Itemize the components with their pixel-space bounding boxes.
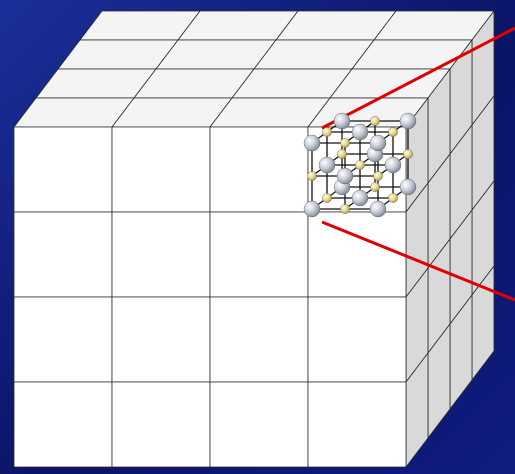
large-atom — [352, 124, 368, 140]
small-atom — [307, 171, 316, 180]
small-atom — [355, 160, 364, 169]
cube-front-face — [210, 297, 308, 382]
large-atom — [319, 157, 335, 173]
cube-front-face — [210, 212, 308, 297]
large-atom — [370, 135, 386, 151]
large-atom — [337, 168, 353, 184]
small-atom — [403, 149, 412, 158]
cube-front-face — [308, 382, 406, 467]
cube-front-face — [14, 127, 112, 212]
cube-front-face — [308, 212, 406, 297]
large-atom — [385, 157, 401, 173]
small-atom — [370, 182, 379, 191]
small-atom — [322, 193, 331, 202]
cube-front-face — [14, 297, 112, 382]
large-atom — [304, 201, 320, 217]
small-atom — [370, 116, 379, 125]
cube-front-face — [14, 382, 112, 467]
large-atom — [400, 113, 416, 129]
cube-block — [14, 11, 494, 467]
cube-front-face — [112, 212, 210, 297]
small-atom — [388, 127, 397, 136]
cube-front-face — [308, 297, 406, 382]
large-atom — [370, 201, 386, 217]
cube-front-face — [210, 382, 308, 467]
large-atom — [400, 179, 416, 195]
cube-front-face — [112, 127, 210, 212]
cube-front-face — [210, 127, 308, 212]
large-atom — [352, 190, 368, 206]
small-atom — [337, 149, 346, 158]
large-atom — [304, 135, 320, 151]
cube-front-face — [112, 297, 210, 382]
small-atom — [340, 204, 349, 213]
small-atom — [388, 193, 397, 202]
cube-front-face — [112, 382, 210, 467]
small-atom — [373, 171, 382, 180]
small-atom — [322, 127, 331, 136]
cube-front-face — [14, 212, 112, 297]
small-atom — [340, 138, 349, 147]
large-atom — [334, 113, 350, 129]
